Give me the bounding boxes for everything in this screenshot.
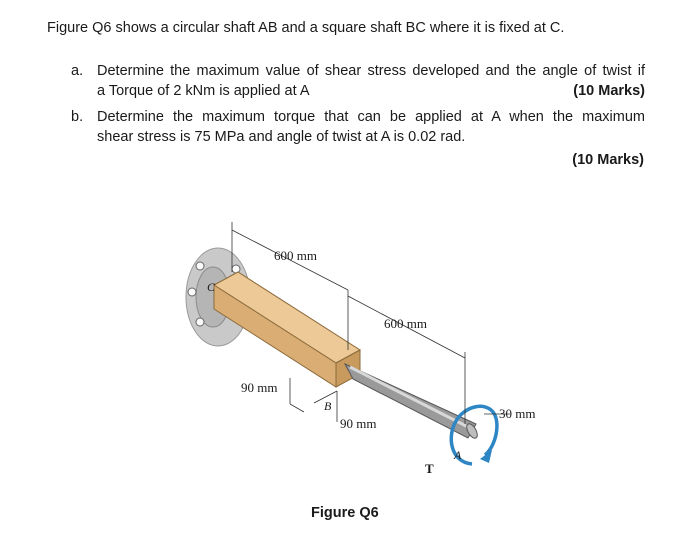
question-a-line-2: a Torque of 2 kNm is applied at A: [97, 83, 310, 99]
question-b-label: b.: [71, 109, 84, 125]
torque-arrow: [449, 404, 499, 466]
problem-intro: Figure Q6 shows a circular shaft AB and …: [47, 20, 565, 36]
bolt-hole: [187, 287, 197, 297]
bolt-hole: [195, 317, 205, 327]
label-a: A: [453, 448, 462, 462]
bolt-hole: [231, 264, 241, 274]
figure-caption: Figure Q6: [311, 505, 379, 521]
question-a-label: a.: [71, 63, 84, 79]
dim-square-side-bottom: 90 mm: [340, 416, 376, 431]
dim-diameter: 30 mm: [499, 406, 535, 421]
label-c: C: [207, 280, 216, 294]
question-b-line-2: shear stress is 75 MPa and angle of twis…: [97, 129, 466, 145]
circular-shaft-highlight: [349, 365, 471, 430]
dimension-line: [289, 403, 305, 413]
label-t: T: [425, 461, 434, 476]
question-b-marks: (10 Marks): [572, 152, 644, 168]
question-a-marks: (10 Marks): [573, 83, 645, 99]
bolt-hole: [195, 261, 205, 271]
dimension-line: [231, 229, 349, 291]
dimension-line: [313, 390, 338, 404]
torque-arrow-head: [480, 450, 492, 463]
dim-square-side-left: 90 mm: [241, 380, 277, 395]
question-a: a. Determine the maximum value of shear …: [71, 61, 645, 103]
question-b-line-1: Determine the maximum torque that can be…: [97, 109, 645, 125]
question-b: b. Determine the maximum torque that can…: [71, 107, 645, 149]
dim-square-length: 600 mm: [274, 248, 317, 263]
question-a-line-1: Determine the maximum value of shear str…: [97, 63, 645, 79]
label-b: B: [324, 399, 332, 413]
dimension-line: [347, 295, 466, 359]
dim-circular-length: 600 mm: [384, 316, 427, 331]
shaft-end-face: [466, 423, 478, 439]
